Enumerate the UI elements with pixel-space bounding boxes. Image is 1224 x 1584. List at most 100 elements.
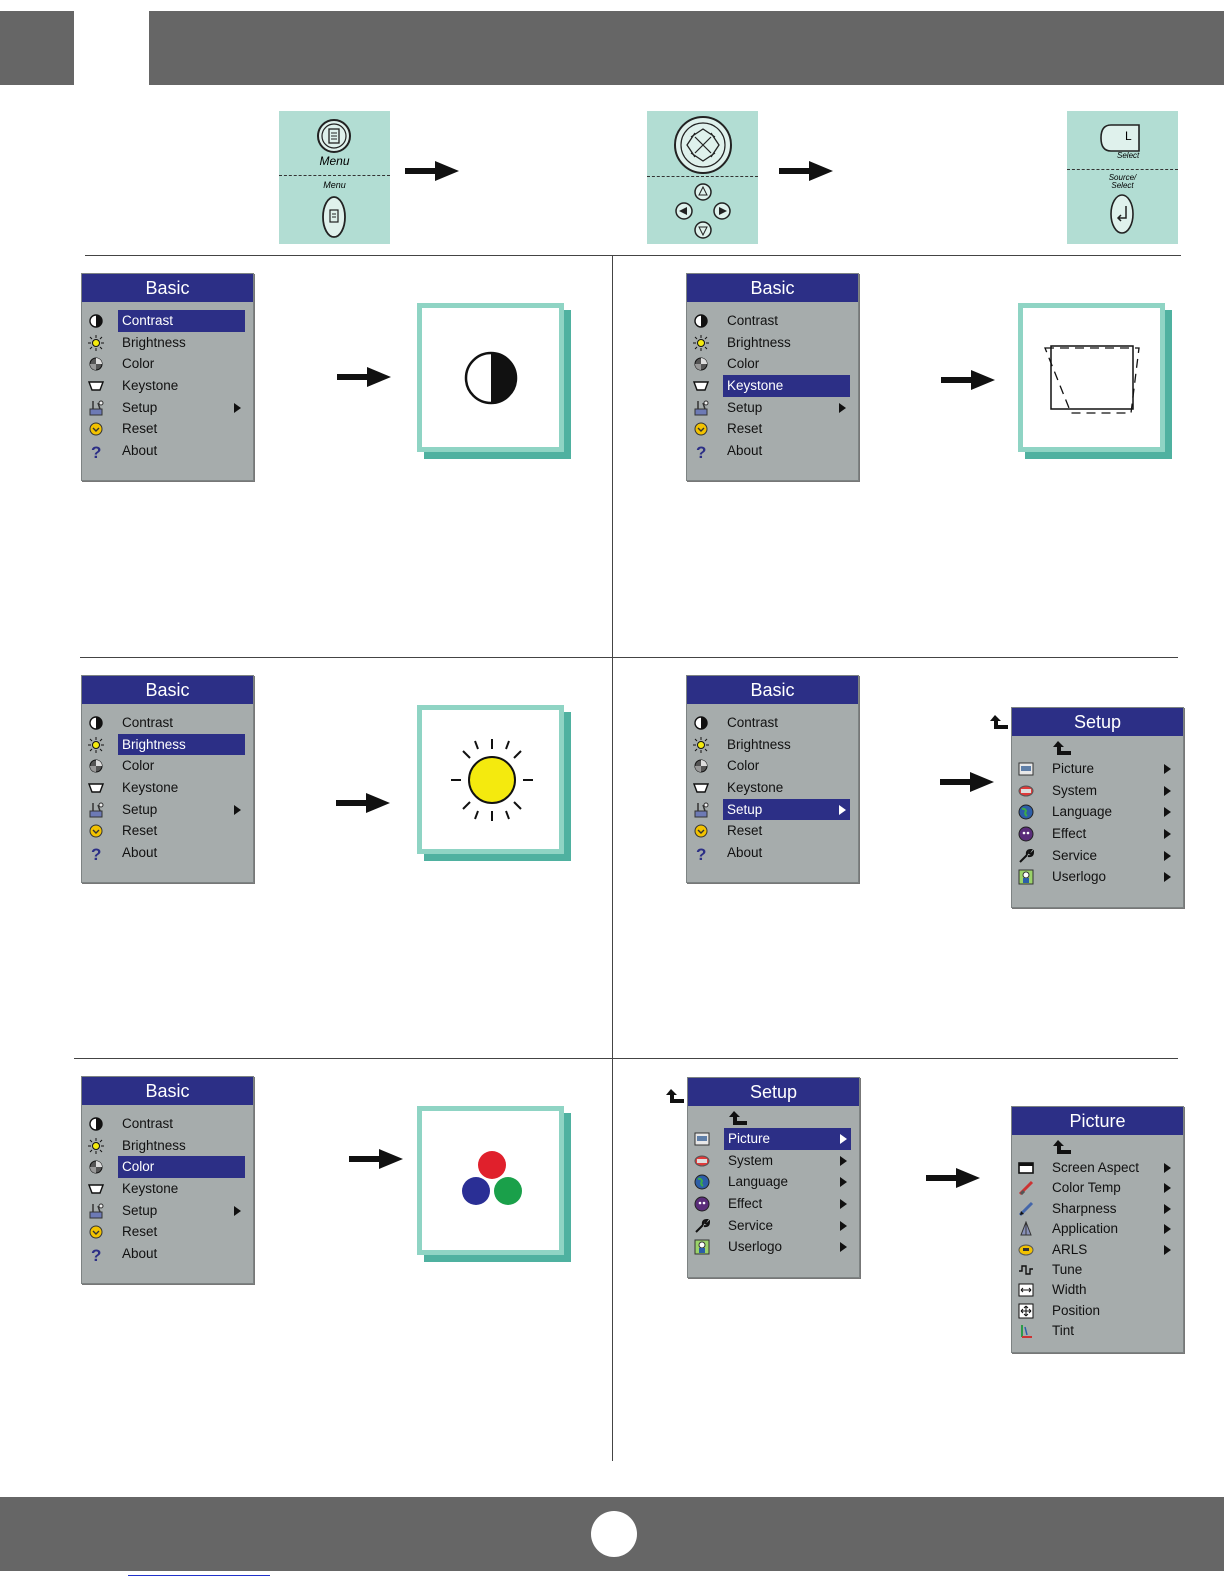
menu-item-label: Keystone xyxy=(122,1181,179,1197)
service-icon xyxy=(695,1218,710,1233)
color-icon xyxy=(89,759,103,773)
reset-icon xyxy=(694,422,708,436)
menu-item-setup[interactable]: Setup xyxy=(687,397,858,419)
menu-back-row[interactable] xyxy=(1012,736,1183,758)
menu-item-reset[interactable]: Reset xyxy=(687,820,858,842)
submenu-arrow-icon xyxy=(1164,850,1171,861)
menu-item-application[interactable]: Application xyxy=(1012,1218,1183,1238)
menu-item-label: Brightness xyxy=(118,733,245,756)
menu-item-tune[interactable]: Tune xyxy=(1012,1259,1183,1279)
sharpness-icon xyxy=(1018,1201,1034,1216)
effect-icon xyxy=(1018,826,1034,842)
about-icon: ? xyxy=(696,845,706,861)
menu-item-label: Contrast xyxy=(122,715,174,730)
menu-item-system[interactable]: System xyxy=(688,1150,859,1172)
arrow-right-icon xyxy=(941,370,995,390)
menu-item-label: Language xyxy=(1052,804,1113,820)
menu-item-sharpness[interactable]: Sharpness xyxy=(1012,1198,1183,1218)
menu-item-picture[interactable]: Picture xyxy=(688,1128,859,1150)
page-number-circle xyxy=(591,1511,637,1557)
menu-item-language[interactable]: Language xyxy=(1012,801,1183,823)
menu-item-label: Color xyxy=(122,758,155,774)
menu-item-userlogo[interactable]: Userlogo xyxy=(1012,866,1183,888)
menu-item-about[interactable]: ?About xyxy=(82,440,253,462)
arrow-right-icon xyxy=(940,772,994,792)
menu-item-reset[interactable]: Reset xyxy=(82,1221,253,1243)
menu-item-keystone[interactable]: Keystone xyxy=(82,1178,253,1200)
menu-item-brightness[interactable]: Brightness xyxy=(82,1135,253,1157)
brightness-icon xyxy=(88,334,104,351)
menu-item-picture[interactable]: Picture xyxy=(1012,758,1183,780)
menu-item-label: Keystone xyxy=(122,378,179,394)
menu-item-system[interactable]: System xyxy=(1012,780,1183,802)
menu-item-arls[interactable]: ARLS xyxy=(1012,1239,1183,1259)
divider-line xyxy=(85,255,1181,256)
menu-item-reset[interactable]: Reset xyxy=(82,418,253,440)
menu-item-color[interactable]: Color xyxy=(82,755,253,777)
menu-item-contrast[interactable]: Contrast xyxy=(82,310,253,332)
menu-item-contrast[interactable]: Contrast xyxy=(687,310,858,332)
picture-icon xyxy=(1018,762,1034,776)
menu-item-keystone[interactable]: Keystone xyxy=(687,375,858,397)
menu-item-contrast[interactable]: Contrast xyxy=(687,712,858,734)
arrow-right-icon xyxy=(349,1149,403,1169)
svg-text:?: ? xyxy=(91,1246,101,1262)
reset-icon xyxy=(89,422,103,436)
menu-item-brightness[interactable]: Brightness xyxy=(82,332,253,354)
menu-item-label: Color Temp xyxy=(1052,1180,1121,1196)
about-icon: ? xyxy=(91,845,101,861)
menu-item-service[interactable]: Service xyxy=(1012,845,1183,867)
menu-item-about[interactable]: ?About xyxy=(687,842,858,864)
menu-item-keystone[interactable]: Keystone xyxy=(82,777,253,799)
menu-item-keystone[interactable]: Keystone xyxy=(687,777,858,799)
menu-item-color[interactable]: Color xyxy=(687,353,858,375)
menu-item-tint[interactable]: Tint xyxy=(1012,1320,1183,1340)
menu-item-effect[interactable]: Effect xyxy=(688,1193,859,1215)
dashed-divider xyxy=(279,175,390,176)
submenu-arrow-icon xyxy=(1164,785,1171,796)
menu-back-row[interactable] xyxy=(1012,1135,1183,1157)
menu-item-color-temp[interactable]: Color Temp xyxy=(1012,1177,1183,1197)
menu-item-brightness[interactable]: Brightness xyxy=(82,733,253,756)
menu-item-brightness[interactable]: Brightness xyxy=(687,734,858,756)
menu-item-screen-aspect[interactable]: Screen Aspect xyxy=(1012,1157,1183,1177)
menu-item-color[interactable]: Color xyxy=(687,755,858,777)
service-icon xyxy=(1019,848,1034,863)
menu-item-color[interactable]: Color xyxy=(82,1156,253,1179)
about-icon: ? xyxy=(91,1246,101,1262)
menu-back-row[interactable] xyxy=(688,1106,859,1128)
menu-title: Setup xyxy=(1012,708,1183,736)
menu-item-setup[interactable]: Setup xyxy=(82,1200,253,1222)
menu-item-position[interactable]: Position xyxy=(1012,1300,1183,1320)
menu-key-icon xyxy=(322,196,346,238)
menu-item-about[interactable]: ?About xyxy=(82,842,253,864)
menu-item-color[interactable]: Color xyxy=(82,353,253,375)
back-arrow-icon xyxy=(1053,1140,1071,1154)
menu-item-setup[interactable]: Setup xyxy=(82,799,253,821)
sun-icon xyxy=(451,739,533,821)
menu-item-keystone[interactable]: Keystone xyxy=(82,375,253,397)
contrast-icon xyxy=(694,716,708,730)
divider-line xyxy=(74,1058,1178,1059)
menu-item-reset[interactable]: Reset xyxy=(82,820,253,842)
menu-item-reset[interactable]: Reset xyxy=(687,418,858,440)
language-icon xyxy=(1018,804,1034,820)
keystone-icon xyxy=(88,381,104,391)
menu-item-setup[interactable]: Setup xyxy=(687,798,858,821)
submenu-arrow-icon xyxy=(1164,1183,1171,1194)
menu-item-service[interactable]: Service xyxy=(688,1215,859,1237)
brightness-icon xyxy=(88,1137,104,1154)
menu-item-brightness[interactable]: Brightness xyxy=(687,332,858,354)
menu-item-setup[interactable]: Setup xyxy=(82,397,253,419)
menu-item-contrast[interactable]: Contrast xyxy=(82,712,253,734)
menu-item-userlogo[interactable]: Userlogo xyxy=(688,1236,859,1258)
menu-item-language[interactable]: Language xyxy=(688,1171,859,1193)
menu-item-contrast[interactable]: Contrast xyxy=(82,1113,253,1135)
menu-item-label: Color xyxy=(122,356,155,372)
menu-item-effect[interactable]: Effect xyxy=(1012,823,1183,845)
menu-item-about[interactable]: ?About xyxy=(82,1243,253,1265)
menu-item-about[interactable]: ?About xyxy=(687,440,858,462)
menu-item-width[interactable]: Width xyxy=(1012,1279,1183,1299)
